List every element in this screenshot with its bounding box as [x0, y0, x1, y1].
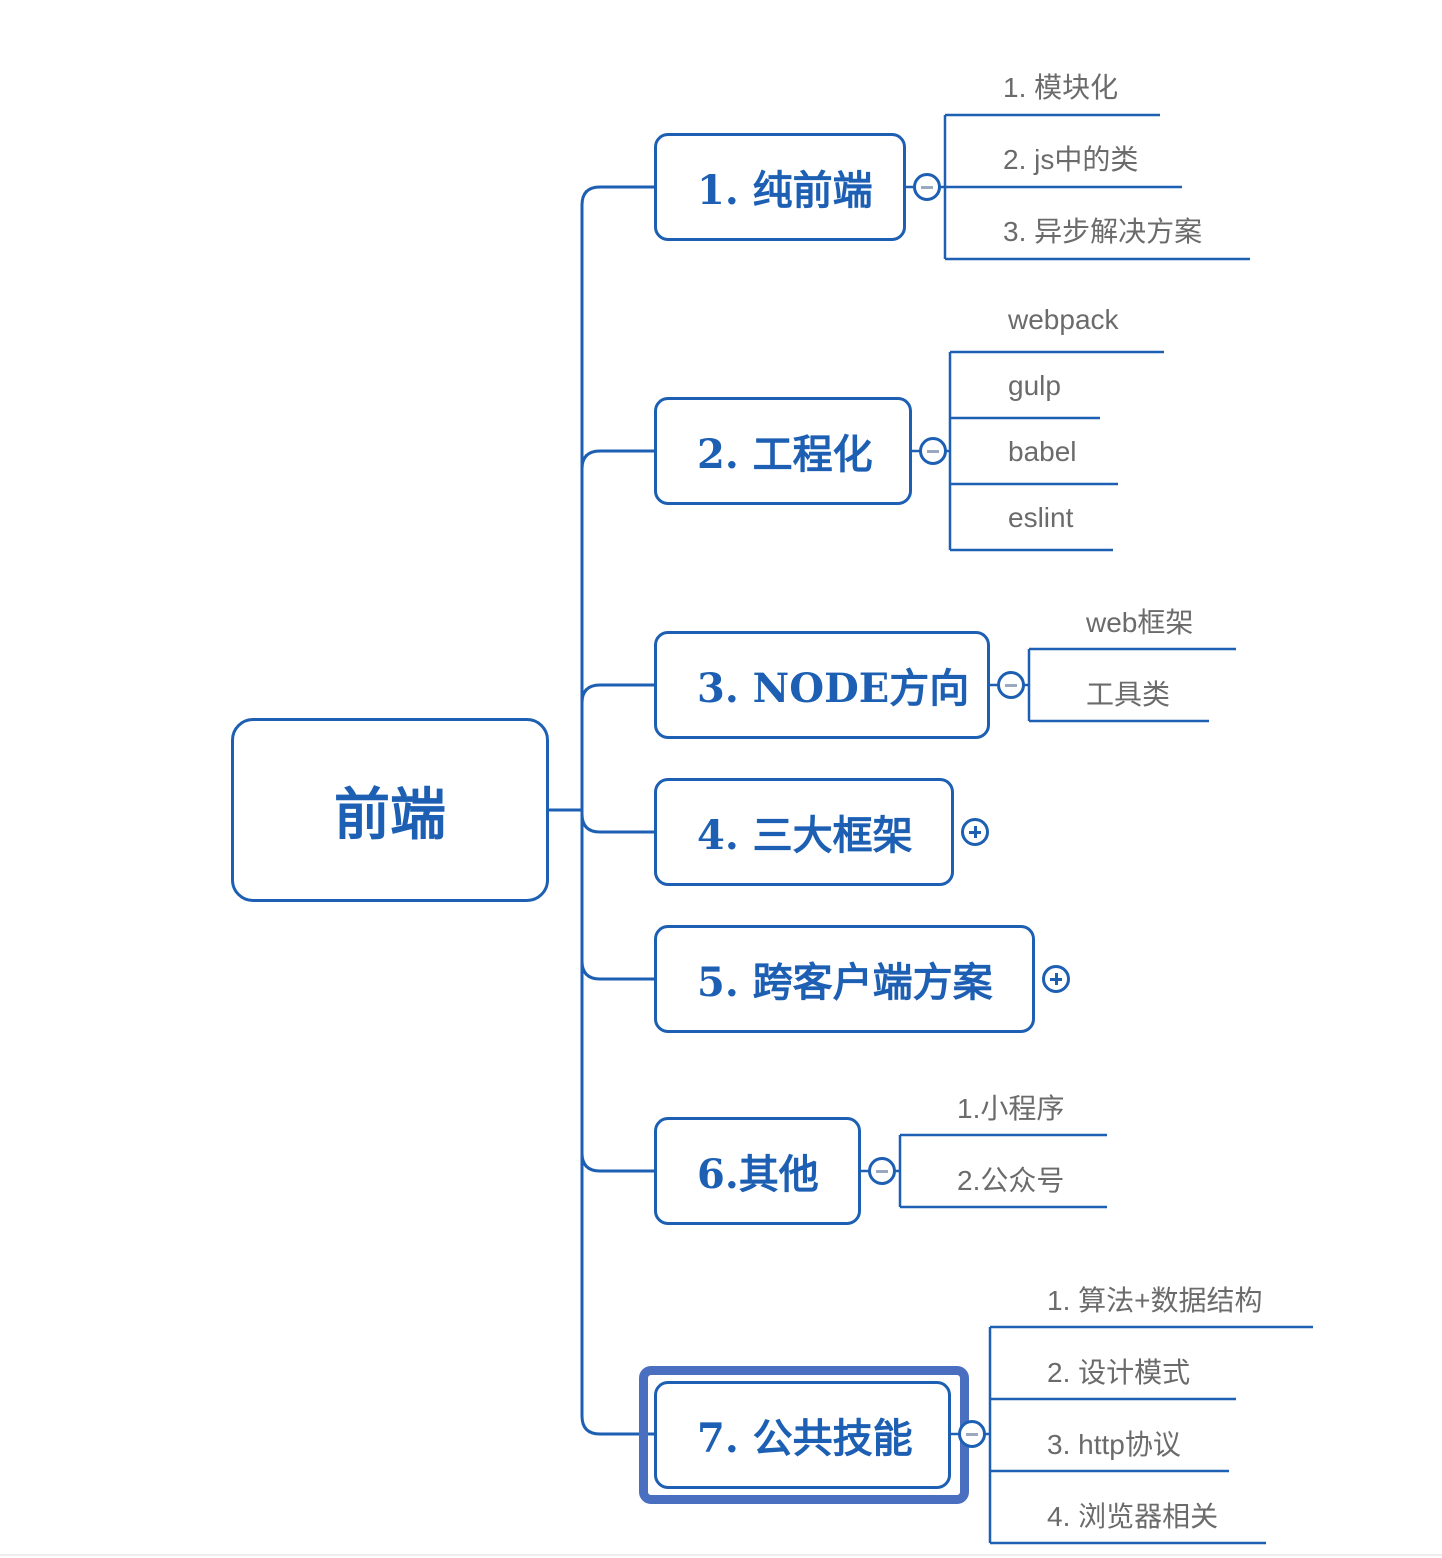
leaf-node[interactable]: 2. 设计模式 [1047, 1357, 1191, 1388]
minus-circle-icon[interactable] [997, 671, 1025, 699]
branch-node-5[interactable]: 5. 跨客户端方案 [654, 925, 1035, 1033]
leaf-node[interactable]: 1. 模块化 [1003, 72, 1119, 103]
leaf-node[interactable]: 1. 算法+数据结构 [1047, 1285, 1263, 1316]
leaf-node[interactable]: web框架 [1086, 607, 1194, 638]
branch-connector [580, 960, 655, 981]
leaf-node[interactable]: 工具类 [1086, 679, 1171, 710]
branch-connector [580, 449, 655, 470]
branch-node-1[interactable]: 1. 纯前端 [654, 133, 906, 241]
leaf-node[interactable]: 1.小程序 [957, 1093, 1065, 1124]
branch-connector [580, 1415, 655, 1436]
branch-node-4[interactable]: 4. 三大框架 [654, 778, 954, 886]
plus-circle-icon[interactable] [961, 818, 989, 846]
leaf-node[interactable]: eslint [1008, 502, 1074, 533]
leaf-node[interactable]: 4. 浏览器相关 [1047, 1501, 1219, 1532]
branch-node-7[interactable]: 7. 公共技能 [654, 1381, 951, 1489]
branch-connector [580, 1152, 655, 1173]
minus-circle-icon[interactable] [913, 173, 941, 201]
minus-circle-icon[interactable] [958, 1420, 986, 1448]
plus-circle-icon[interactable] [1042, 965, 1070, 993]
branch-node-3[interactable]: 3. NODE方向 [654, 631, 990, 739]
leaf-node[interactable]: 2. js中的类 [1003, 144, 1139, 175]
branch-connector [580, 813, 655, 834]
branch-node-6[interactable]: 6.其他 [654, 1117, 861, 1225]
leaf-node[interactable]: webpack [1008, 304, 1119, 335]
branch-node-2[interactable]: 2. 工程化 [654, 397, 912, 505]
branch-connector [580, 683, 655, 704]
leaf-node[interactable]: babel [1008, 436, 1077, 467]
leaf-node[interactable]: gulp [1008, 370, 1061, 401]
minus-circle-icon[interactable] [919, 437, 947, 465]
branch-connector [580, 185, 655, 206]
leaf-node[interactable]: 3. 异步解决方案 [1003, 216, 1203, 247]
leaf-node[interactable]: 2.公众号 [957, 1165, 1065, 1196]
root-node[interactable]: 前端 [231, 718, 549, 902]
bottom-divider [0, 1554, 1442, 1556]
minus-circle-icon[interactable] [868, 1157, 896, 1185]
leaf-node[interactable]: 3. http协议 [1047, 1429, 1181, 1460]
